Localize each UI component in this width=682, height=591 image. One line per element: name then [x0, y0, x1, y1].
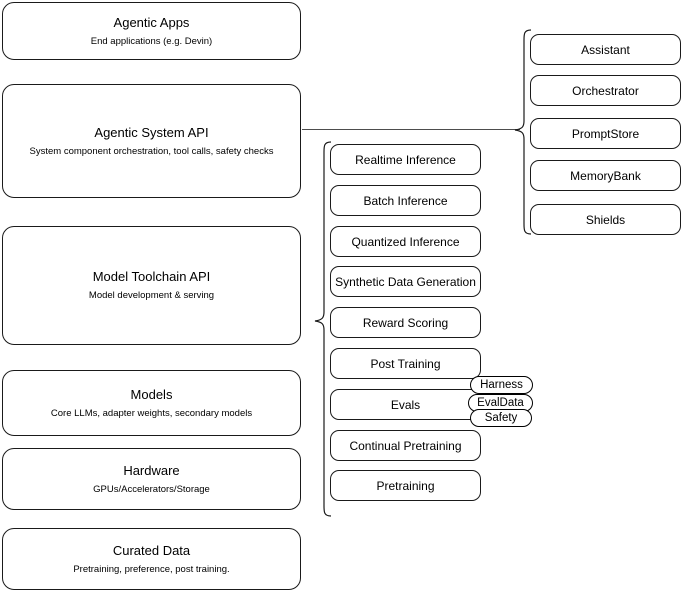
toolchain-component-pretraining[interactable]: Pretraining — [330, 470, 481, 501]
toolchain-component-batch-inference[interactable]: Batch Inference — [330, 185, 481, 216]
toolchain-component-continual-pretraining[interactable]: Continual Pretraining — [330, 430, 481, 461]
brace-agentic — [514, 29, 532, 235]
toolchain-component-evals[interactable]: Evals — [330, 389, 481, 420]
agentic-component-shields[interactable]: Shields — [530, 204, 681, 235]
eval-tag-label: Safety — [484, 411, 518, 424]
stack-layer-agentic-apps[interactable]: Agentic Apps End applications (e.g. Devi… — [2, 2, 301, 60]
component-label: Reward Scoring — [362, 315, 449, 330]
component-label: Pretraining — [376, 478, 435, 493]
layer-subtitle: Core LLMs, adapter weights, secondary mo… — [50, 407, 253, 419]
component-label: Post Training — [370, 356, 441, 371]
layer-title: Model Toolchain API — [92, 269, 211, 284]
layer-title: Curated Data — [112, 542, 191, 558]
agentic-component-orchestrator[interactable]: Orchestrator — [530, 75, 681, 106]
agentic-component-assistant[interactable]: Assistant — [530, 34, 681, 65]
component-label: Batch Inference — [363, 193, 448, 208]
stack-layer-agentic-system-api[interactable]: Agentic System API System component orch… — [2, 84, 301, 198]
layer-subtitle: System component orchestration, tool cal… — [29, 145, 274, 157]
eval-tag-label: EvalData — [477, 396, 524, 409]
layer-subtitle: Model development & serving — [88, 290, 215, 301]
component-label: MemoryBank — [570, 168, 641, 183]
stack-layer-curated-data[interactable]: Curated Data Pretraining, preference, po… — [2, 528, 301, 590]
layer-subtitle: GPUs/Accelerators/Storage — [93, 483, 210, 495]
component-label: Shields — [585, 212, 626, 227]
layer-title: Hardware — [123, 462, 180, 478]
agentic-component-memorybank[interactable]: MemoryBank — [530, 160, 681, 191]
brace-toolchain — [314, 141, 332, 517]
component-label: Evals — [390, 397, 421, 412]
toolchain-component-reward-scoring[interactable]: Reward Scoring — [330, 307, 481, 338]
stack-layer-models[interactable]: Models Core LLMs, adapter weights, secon… — [2, 370, 301, 436]
connector-agentic-system-to-components — [302, 129, 520, 130]
eval-tag-safety[interactable]: Safety — [470, 409, 532, 427]
stack-layer-hardware[interactable]: Hardware GPUs/Accelerators/Storage — [2, 448, 301, 510]
layer-subtitle: End applications (e.g. Devin) — [90, 35, 213, 47]
toolchain-component-quantized-inference[interactable]: Quantized Inference — [330, 226, 481, 257]
stack-layer-model-toolchain-api[interactable]: Model Toolchain API Model development & … — [2, 226, 301, 345]
agentic-component-promptstore[interactable]: PromptStore — [530, 118, 681, 149]
layer-title: Models — [130, 386, 173, 402]
layer-title: Agentic Apps — [113, 14, 190, 30]
component-label: Continual Pretraining — [349, 438, 462, 453]
component-label: Orchestrator — [572, 83, 639, 98]
toolchain-component-realtime-inference[interactable]: Realtime Inference — [330, 144, 481, 175]
toolchain-component-post-training[interactable]: Post Training — [330, 348, 481, 379]
layer-subtitle: Pretraining, preference, post training. — [73, 563, 230, 575]
toolchain-component-synthetic-data-generation[interactable]: Synthetic Data Generation — [330, 266, 481, 297]
component-label: Realtime Inference — [355, 152, 456, 167]
layer-title: Agentic System API — [94, 124, 209, 140]
eval-tag-label: Harness — [480, 378, 523, 391]
component-label: Quantized Inference — [351, 234, 460, 249]
component-label: Assistant — [581, 42, 630, 57]
component-label: Synthetic Data Generation — [335, 274, 476, 289]
component-label: PromptStore — [571, 126, 640, 141]
eval-tag-harness[interactable]: Harness — [470, 376, 533, 394]
